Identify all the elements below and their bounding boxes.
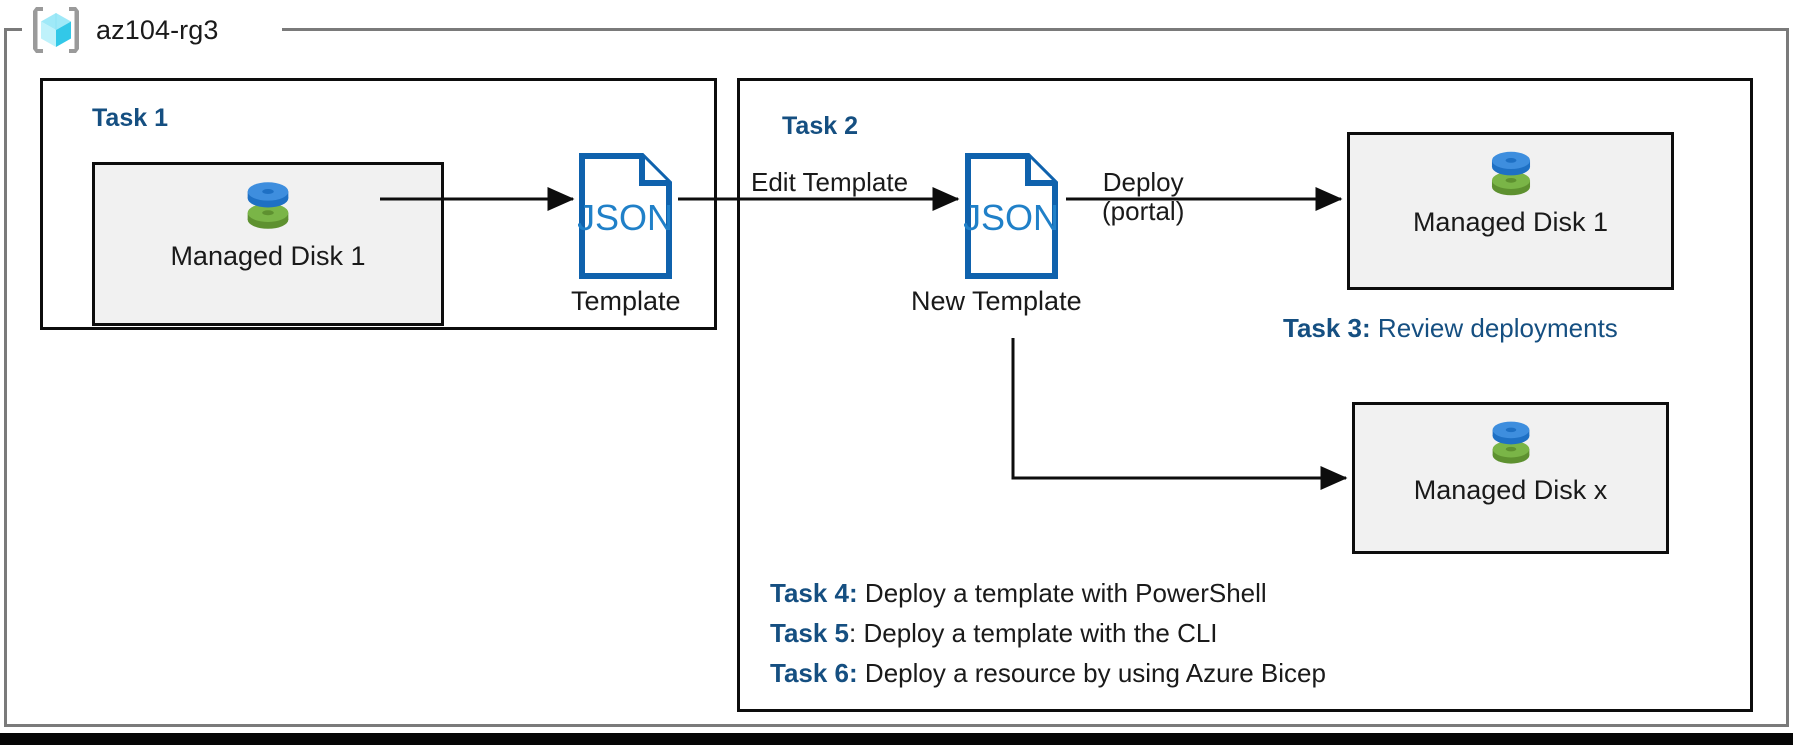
task-3-key: Task 3:	[1283, 313, 1371, 343]
task-1-heading: Task 1	[92, 104, 168, 132]
task-4-note: Task 4: Deploy a template with PowerShel…	[770, 578, 1267, 609]
task-3-text: Review deployments	[1370, 313, 1618, 343]
managed-disk-1-tile-task2[interactable]: Managed Disk 1	[1347, 132, 1674, 290]
resource-group-border	[4, 28, 1789, 727]
task-6-note: Task 6: Deploy a resource by using Azure…	[770, 658, 1326, 689]
resource-group-cube-icon	[33, 7, 79, 53]
resource-group-header: az104-rg3	[30, 2, 218, 58]
deploy-portal-edge-label: Deploy (portal)	[1102, 167, 1185, 227]
managed-disk-icon	[1492, 421, 1529, 464]
new-template-json-task2[interactable]: JSON New Template	[911, 152, 1082, 316]
deploy-label-line2: (portal)	[1102, 196, 1185, 227]
task-4-key: Task 4:	[770, 578, 858, 608]
managed-disk-1-label-task1: Managed Disk 1	[170, 241, 366, 271]
svg-text:JSON: JSON	[578, 197, 673, 238]
managed-disk-1-label-task2: Managed Disk 1	[1412, 207, 1609, 237]
managed-disk-icon	[1491, 151, 1530, 196]
task-5-key: Task 5	[770, 618, 850, 648]
task-3-note: Task 3: Review deployments	[1283, 313, 1618, 344]
edit-template-edge-label: Edit Template	[751, 167, 909, 197]
template-json-task1[interactable]: JSON Template	[571, 152, 681, 316]
deploy-label-line1: Deploy	[1102, 167, 1184, 197]
managed-disk-1-tile-task1[interactable]: Managed Disk 1	[92, 162, 444, 326]
template-caption-task1: Template	[571, 286, 681, 316]
task-5-text: : Deploy a template with the CLI	[849, 618, 1218, 648]
svg-text:JSON: JSON	[964, 197, 1059, 238]
json-file-icon: JSON	[964, 153, 1059, 279]
managed-disk-icon	[247, 182, 289, 229]
resource-group-name: az104-rg3	[96, 14, 219, 45]
task-5-note: Task 5: Deploy a template with the CLI	[770, 618, 1218, 649]
task-6-key: Task 6:	[770, 658, 858, 688]
task-2-heading: Task 2	[782, 112, 858, 140]
task-4-text: Deploy a template with PowerShell	[857, 578, 1267, 608]
task-6-text: Deploy a resource by using Azure Bicep	[857, 658, 1326, 688]
json-file-icon: JSON	[578, 153, 673, 279]
managed-disk-x-label: Managed Disk x	[1413, 475, 1608, 505]
managed-disk-x-tile[interactable]: Managed Disk x	[1352, 402, 1669, 554]
bottom-band	[0, 733, 1793, 745]
new-template-caption: New Template	[911, 286, 1082, 316]
